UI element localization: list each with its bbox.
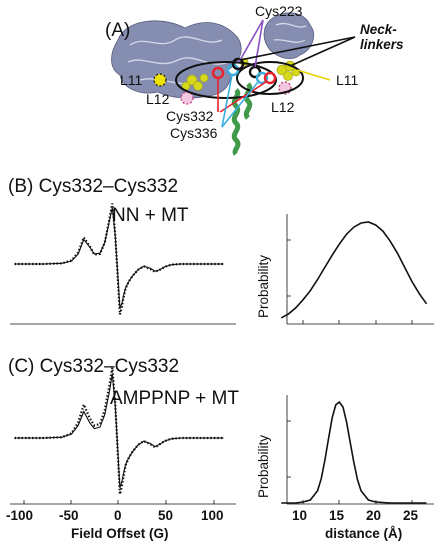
- protein-structure: [111, 12, 356, 156]
- panel-c-probability-label: Probability: [256, 434, 271, 498]
- panel-a-label: (A): [105, 20, 131, 41]
- panel-c-label: (C) Cys332–Cys332: [8, 356, 180, 377]
- cys223-label: Cys223: [255, 3, 303, 19]
- distance-tick-20: 20: [366, 508, 382, 523]
- neck-linker-ellipse-right: [236, 61, 304, 95]
- panel-c-distance-plot: [281, 395, 434, 505]
- l11-left-loop: [153, 73, 167, 87]
- panel-b-ticks: [287, 239, 413, 324]
- pointer-lines: [217, 19, 356, 128]
- panel-c-epr-plot: [10, 367, 236, 505]
- panel-b-label: (B) Cys332–Cys332: [8, 176, 179, 197]
- field-tick-50: 50: [158, 508, 174, 523]
- panel-b-distance-plot: [280, 214, 434, 325]
- field-tick-100: 100: [201, 508, 224, 523]
- cys336-label: Cys336: [170, 125, 218, 141]
- panel-c-ticks: [287, 420, 413, 504]
- field-axis-title: Field Offset (G): [71, 526, 169, 541]
- panel-c-epr-ticks: [23, 500, 215, 504]
- l12-right-label: L12: [271, 99, 295, 115]
- distance-tick-15: 15: [329, 508, 345, 523]
- panel-b-epr-plot: [10, 203, 236, 325]
- epr-simulated-trace: [14, 367, 224, 495]
- field-tick-minus50: -50: [59, 508, 79, 523]
- distance-distribution-curve: [281, 400, 427, 504]
- l12-left-loop: [180, 91, 194, 105]
- l11-right-label: L11: [336, 72, 359, 88]
- panel-b-condition: NN + MT: [112, 205, 189, 226]
- distance-distribution-curve: [280, 221, 428, 319]
- field-tick-minus100: -100: [6, 508, 34, 523]
- panel-c-condition: AMPPNP + MT: [110, 388, 239, 409]
- distance-tick-10: 10: [292, 508, 308, 523]
- l12-left-label: L12: [146, 91, 170, 107]
- epr-experimental-trace: [14, 373, 224, 489]
- distance-axis-title: distance (Å): [325, 526, 403, 541]
- neck-linker-ellipse-left: [175, 61, 277, 99]
- green-helix: [231, 82, 253, 156]
- distance-tick-25: 25: [403, 508, 419, 523]
- field-tick-0: 0: [114, 508, 122, 523]
- epr-simulated-trace: [14, 203, 224, 315]
- cys332-label: Cys332: [166, 108, 214, 124]
- neck-linkers-label: Neck- linkers: [360, 22, 404, 52]
- l11-left-label: L11: [120, 72, 143, 88]
- panel-b-probability-label: Probability: [256, 254, 271, 318]
- protein-ribbon-detail: [127, 22, 307, 85]
